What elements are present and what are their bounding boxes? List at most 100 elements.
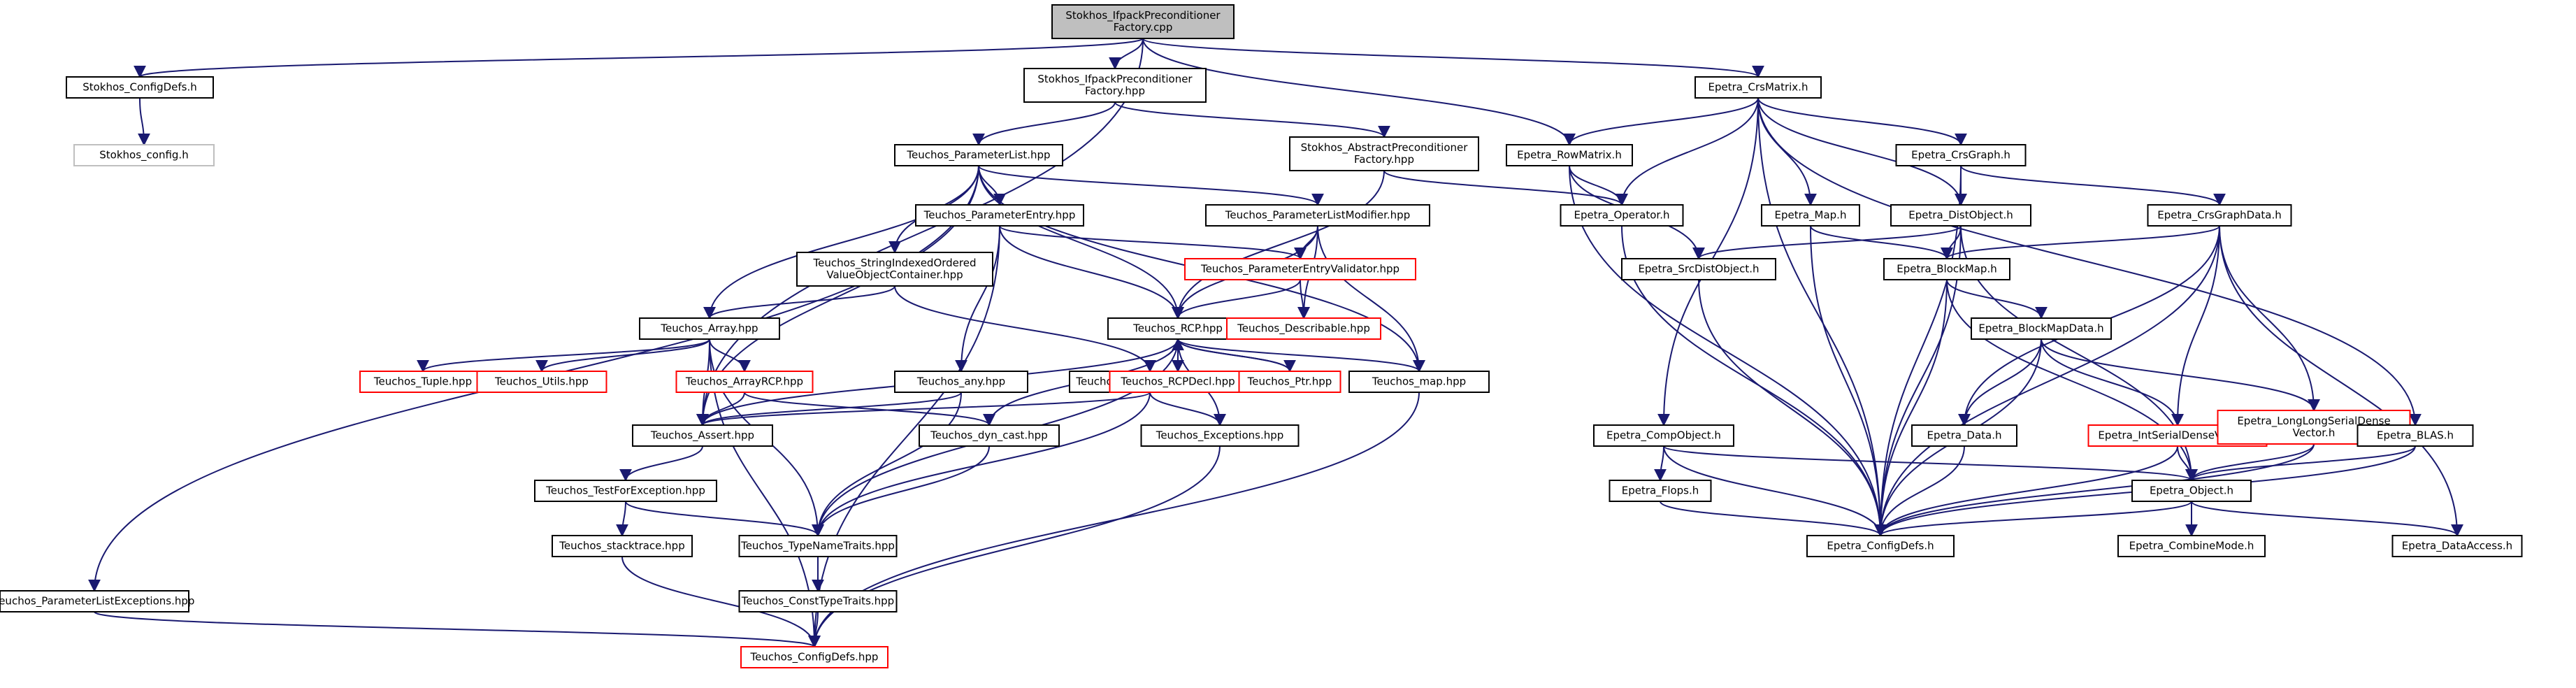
node-t-stacktrace[interactable]: Teuchos_stacktrace.hpp <box>552 535 693 557</box>
edge-t_strindexed-to-t_array <box>703 285 895 320</box>
node-stk-configdefs[interactable]: Stokhos_ConfigDefs.h <box>66 76 214 99</box>
edge-t_paramentry-to-t_pevalidator <box>999 225 1307 260</box>
node-t-describable[interactable]: Teuchos_Describable.hpp <box>1226 317 1381 340</box>
edge-t_filtered-to-t_exceptions <box>1149 392 1226 427</box>
node-box <box>1694 76 1822 99</box>
node-t-testforexc[interactable]: Teuchos_TestForException.hpp <box>534 480 717 502</box>
edge-t_paramentry-to-t_configdefs <box>808 225 1000 648</box>
edge-root-to-t_assert <box>696 38 1144 427</box>
edge-e_map-to-e_configdefs <box>1810 225 1887 537</box>
node-label: Teuchos_RCP.hpp <box>1132 322 1223 336</box>
node-t-plexceptions[interactable]: Teuchos_ParameterListExceptions.hpp <box>0 590 194 612</box>
edge-e_crsgraph-to-e_configdefs <box>1874 165 1962 537</box>
node-e-crsmatrix[interactable]: Epetra_CrsMatrix.h <box>1694 76 1822 99</box>
node-t-plmodifier[interactable]: Teuchos_ParameterListModifier.hpp <box>1205 204 1430 227</box>
node-box <box>1348 371 1490 393</box>
node-e-data[interactable]: Epetra_Data.h <box>1911 424 2017 447</box>
node-label: Epetra_BLAS.h <box>2377 429 2454 443</box>
edge-stk_abstract-to-t_rcp <box>1172 170 1385 320</box>
node-t-paramlist[interactable]: Teuchos_ParameterList.hpp <box>894 144 1063 166</box>
node-e-blockmap[interactable]: Epetra_BlockMap.h <box>1883 258 2010 280</box>
node-e-distobject[interactable]: Epetra_DistObject.h <box>1890 204 2031 227</box>
node-t-assert[interactable]: Teuchos_Assert.hpp <box>632 424 773 447</box>
node-label: Teuchos_ParameterListExceptions.hpp <box>0 595 194 608</box>
node-t-tuple[interactable]: Teuchos_Tuple.hpp <box>359 371 487 393</box>
node-e-map[interactable]: Epetra_Map.h <box>1761 204 1860 227</box>
node-t-consttype[interactable]: Teuchos_ConstTypeTraits.hpp <box>738 590 898 612</box>
node-e-blas[interactable]: Epetra_BLAS.h <box>2356 424 2474 447</box>
node-t-rcpdecl[interactable]: Teuchos_RCPDecl.hpp <box>1109 371 1247 393</box>
node-label: Factory.hpp <box>1354 153 1414 166</box>
edge-e_crsgraphdata-to-e_intserial <box>2171 225 2220 427</box>
node-t-configdefs[interactable]: Teuchos_ConfigDefs.hpp <box>740 646 888 668</box>
node-label: Teuchos_ParameterListModifier.hpp <box>1225 209 1410 222</box>
node-t-utils[interactable]: Teuchos_Utils.hpp <box>476 371 607 393</box>
node-e-srcdistobject[interactable]: Epetra_SrcDistObject.h <box>1621 258 1776 280</box>
edge-e_crsmatrix-to-e_operator <box>1616 97 1759 206</box>
node-box <box>1051 4 1235 39</box>
edge-root-to-e_crsmatrix <box>1142 38 1764 78</box>
node-label: ValueObjectContainer.hpp <box>826 268 963 281</box>
edge-t_paramlist-to-t_plmodifier <box>978 165 1324 206</box>
edge-t_assert-to-t_testforexc <box>619 445 703 482</box>
node-box <box>738 590 898 612</box>
edge-t_filtered-to-t_assert <box>696 392 1151 427</box>
node-t-pevalidator[interactable]: Teuchos_ParameterEntryValidator.hpp <box>1184 258 1416 280</box>
node-label: Teuchos_Tuple.hpp <box>373 375 472 389</box>
node-t-dyncast[interactable]: Teuchos_dyn_cast.hpp <box>919 424 1060 447</box>
node-t-typename[interactable]: Teuchos_TypeNameTraits.hpp <box>738 535 898 557</box>
node-e-rowmatrix[interactable]: Epetra_RowMatrix.h <box>1506 144 1633 166</box>
node-box <box>73 144 215 166</box>
node-t-map[interactable]: Teuchos_map.hpp <box>1348 371 1490 393</box>
node-stk-abstract[interactable]: Stokhos_AbstractPreconditionerFactory.hp… <box>1289 136 1479 171</box>
node-box <box>894 144 1063 166</box>
node-t-arrayrcp[interactable]: Teuchos_ArrayRCP.hpp <box>675 371 814 393</box>
edge-t_dyncast-to-t_typename <box>812 445 990 537</box>
node-t-rcp[interactable]: Teuchos_RCP.hpp <box>1107 317 1249 340</box>
node-label: Epetra_RowMatrix.h <box>1517 149 1622 162</box>
node-t-array[interactable]: Teuchos_Array.hpp <box>639 317 780 340</box>
node-e-crsgraphdata[interactable]: Epetra_CrsGraphData.h <box>2147 204 2292 227</box>
node-e-configdefs[interactable]: Epetra_ConfigDefs.h <box>1806 535 1955 557</box>
node-label: Teuchos_Utils.hpp <box>494 375 589 389</box>
edge-e_rowmatrix-to-e_configdefs <box>1569 165 1887 537</box>
node-label: Epetra_CombineMode.h <box>2129 540 2254 553</box>
edge-e_blockmapdata-to-e_intserial <box>2041 338 2184 427</box>
edge-e_compobject-to-e_object <box>1663 445 2198 482</box>
edge-t_array-to-t_arrayrcp <box>709 338 751 373</box>
node-e-flops[interactable]: Epetra_Flops.h <box>1609 480 1712 502</box>
edge-e_crsgraphdata-to-e_dataaccess <box>2219 225 2463 537</box>
node-box <box>632 424 773 447</box>
node-box <box>919 424 1060 447</box>
edge-e_crsmatrix-to-e_blas <box>1757 97 2422 427</box>
edge-e_blockmap-to-e_object <box>1946 279 2198 482</box>
node-t-paramentry[interactable]: Teuchos_ParameterEntry.hpp <box>915 204 1084 227</box>
node-e-operator[interactable]: Epetra_Operator.h <box>1560 204 1684 227</box>
node-e-crsgraph[interactable]: Epetra_CrsGraph.h <box>1895 144 2027 166</box>
edge-e_crsmatrix-to-e_crsgraph <box>1757 97 1967 146</box>
edge-t_paramentry-to-t_any <box>955 225 1000 373</box>
node-t-exceptions[interactable]: Teuchos_Exceptions.hpp <box>1140 424 1300 447</box>
node-e-compobject[interactable]: Epetra_CompObject.h <box>1593 424 1734 447</box>
node-label: Stokhos_IfpackPreconditioner <box>1065 9 1221 22</box>
node-stk-config[interactable]: Stokhos_config.h <box>73 144 215 166</box>
node-box <box>915 204 1084 227</box>
node-t-ptr[interactable]: Teuchos_Ptr.hpp <box>1238 371 1341 393</box>
node-e-blockmapdata[interactable]: Epetra_BlockMapData.h <box>1971 317 2112 340</box>
node-box <box>1621 258 1776 280</box>
node-t-strindexed[interactable]: Teuchos_StringIndexedOrderedValueObjectC… <box>796 252 993 287</box>
node-t-any[interactable]: Teuchos_any.hpp <box>894 371 1028 393</box>
node-label: Epetra_CrsMatrix.h <box>1708 81 1808 94</box>
node-box <box>1593 424 1734 447</box>
node-e-dataaccess[interactable]: Epetra_DataAccess.h <box>2391 535 2523 557</box>
edge-t_array-to-t_utils <box>535 338 710 373</box>
edge-t_array-to-t_tuple <box>417 338 710 373</box>
edge-e_crsgraphdata-to-e_longlong <box>2219 225 2320 412</box>
node-e-combinemode[interactable]: Epetra_CombineMode.h <box>2117 535 2266 557</box>
node-box <box>1289 136 1479 171</box>
edge-e_blockmap-to-e_blockmapdata <box>1946 279 2048 320</box>
node-box <box>1890 204 2031 227</box>
node-e-object[interactable]: Epetra_Object.h <box>2131 480 2252 502</box>
